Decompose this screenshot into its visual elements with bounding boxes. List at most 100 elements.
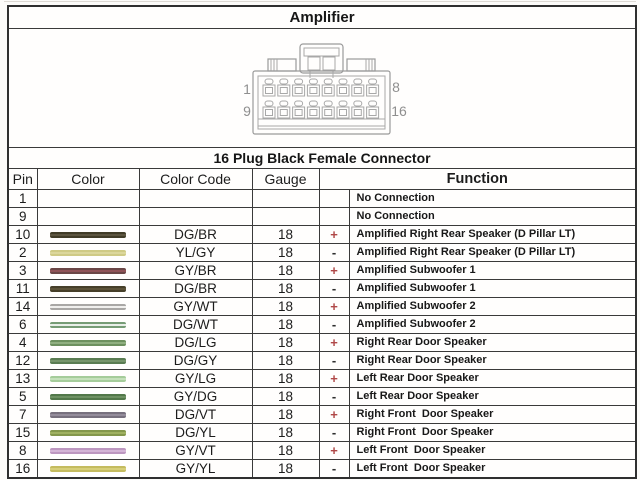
pin-cell: 2 — [7, 243, 38, 262]
polarity-cell: + — [318, 297, 350, 316]
gauge-cell: 18 — [251, 405, 320, 424]
gauge-cell: 18 — [251, 333, 320, 352]
color-cell — [36, 459, 140, 479]
polarity-cell: + — [318, 405, 350, 424]
polarity-cell: - — [318, 387, 350, 406]
color-cell — [36, 243, 140, 262]
color-cell — [36, 441, 140, 460]
color-code-cell: DG/GY — [138, 351, 253, 370]
polarity-cell: - — [318, 459, 350, 479]
gauge-cell: 18 — [251, 459, 320, 479]
wire-color-swatch — [50, 465, 126, 472]
color-cell — [36, 297, 140, 316]
connector-pin-label-9: 9 — [243, 103, 251, 119]
pin-cell: 4 — [7, 333, 38, 352]
polarity-cell: + — [318, 369, 350, 388]
polarity-cell: - — [318, 279, 350, 298]
wire-color-swatch — [50, 429, 126, 436]
color-code-cell: DG/LG — [138, 333, 253, 352]
color-code-cell: DG/BR — [138, 225, 253, 244]
color-code-cell: YL/GY — [138, 243, 253, 262]
color-code-cell: GY/VT — [138, 441, 253, 460]
pin-cell: 14 — [7, 297, 38, 316]
color-cell — [36, 207, 140, 226]
color-cell — [36, 387, 140, 406]
polarity-cell — [318, 207, 350, 226]
gauge-cell: 18 — [251, 243, 320, 262]
color-code-cell — [138, 207, 253, 226]
gauge-cell: 18 — [251, 387, 320, 406]
header-color: Color — [36, 168, 140, 190]
function-cell: Right Front Door Speaker — [348, 405, 637, 424]
wire-color-swatch — [50, 375, 126, 382]
function-cell: Left Rear Door Speaker — [348, 369, 637, 388]
connector-pin-label-16: 16 — [391, 103, 407, 119]
wire-color-swatch — [50, 285, 126, 292]
function-cell: Amplified Subwoofer 2 — [348, 297, 637, 316]
gauge-cell: 18 — [251, 297, 320, 316]
function-cell: Right Front Door Speaker — [348, 423, 637, 442]
pin-cell: 7 — [7, 405, 38, 424]
pin-cell: 16 — [7, 459, 38, 479]
color-cell — [36, 279, 140, 298]
color-cell — [36, 189, 140, 208]
wire-color-swatch — [50, 249, 126, 256]
connector-pin-label-8: 8 — [392, 79, 400, 95]
pin-cell: 6 — [7, 315, 38, 334]
wire-color-swatch — [50, 411, 126, 418]
color-code-cell: DG/VT — [138, 405, 253, 424]
function-cell: Amplified Right Rear Speaker (D Pillar L… — [348, 225, 637, 244]
polarity-cell: - — [318, 243, 350, 262]
pin-cell: 13 — [7, 369, 38, 388]
pin-cell: 5 — [7, 387, 38, 406]
polarity-cell: - — [318, 351, 350, 370]
connector-pin-label-1: 1 — [243, 81, 251, 97]
function-cell: Right Rear Door Speaker — [348, 351, 637, 370]
function-cell: Amplified Subwoofer 1 — [348, 279, 637, 298]
header-pin: Pin — [7, 168, 38, 190]
function-cell: Amplified Subwoofer 2 — [348, 315, 637, 334]
color-code-cell: GY/DG — [138, 387, 253, 406]
wire-color-swatch — [50, 321, 126, 328]
color-code-cell: DG/WT — [138, 315, 253, 334]
pin-cell: 8 — [7, 441, 38, 460]
wire-color-swatch — [50, 303, 126, 310]
pin-cell: 3 — [7, 261, 38, 280]
page-title: Amplifier — [8, 6, 637, 29]
color-cell — [36, 333, 140, 352]
function-cell: Right Rear Door Speaker — [348, 333, 637, 352]
gauge-cell: 18 — [251, 279, 320, 298]
gauge-cell: 18 — [251, 423, 320, 442]
gauge-cell: 18 — [251, 225, 320, 244]
function-cell: Left Rear Door Speaker — [348, 387, 637, 406]
header-gauge: Gauge — [251, 168, 320, 190]
color-cell — [36, 405, 140, 424]
wire-color-swatch — [50, 357, 126, 364]
color-code-cell: GY/WT — [138, 297, 253, 316]
caption-row: 16 Plug Black Female Connector — [8, 147, 637, 169]
function-cell: Amplified Subwoofer 1 — [348, 261, 637, 280]
pin-cell: 10 — [7, 225, 38, 244]
color-cell — [36, 369, 140, 388]
wire-color-swatch — [50, 339, 126, 346]
color-cell — [36, 315, 140, 334]
table-header-row: Pin Color Color Code Gauge Function — [7, 168, 637, 190]
connector-caption: 16 Plug Black Female Connector — [8, 147, 637, 169]
wire-color-swatch — [50, 447, 126, 454]
gauge-cell: 18 — [251, 441, 320, 460]
color-code-cell: GY/LG — [138, 369, 253, 388]
polarity-cell: - — [318, 423, 350, 442]
polarity-cell: + — [318, 333, 350, 352]
color-code-cell: DG/YL — [138, 423, 253, 442]
